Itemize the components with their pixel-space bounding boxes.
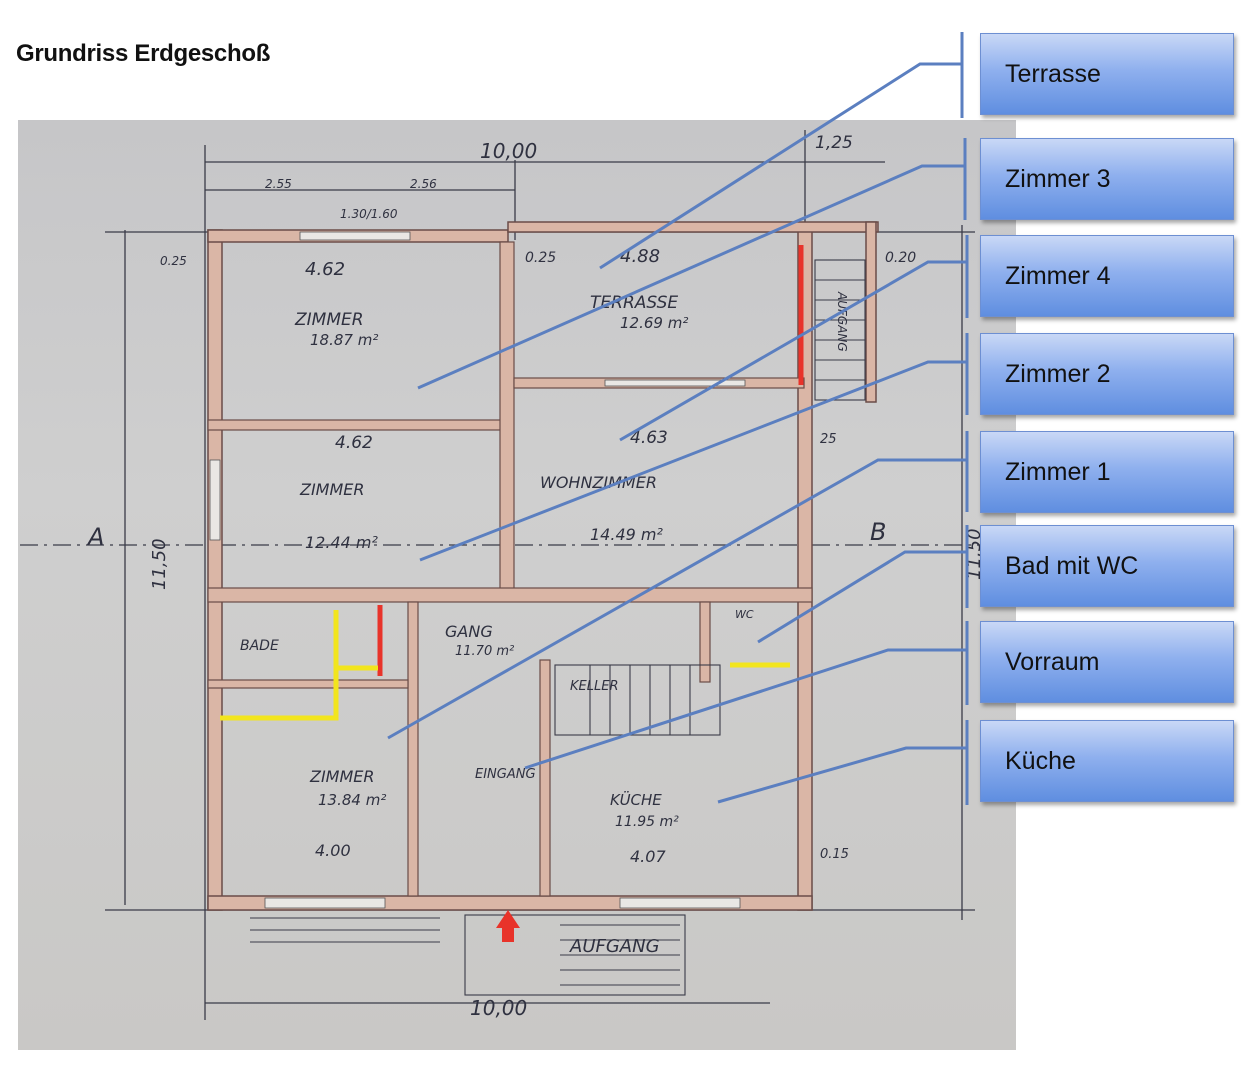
leader-line-zimmer-4 — [619, 260, 967, 442]
zimmer-mid-area-label: 12.44 m² — [305, 533, 378, 552]
dim-top-label: 10,00 — [480, 139, 537, 163]
bad-label: BADE — [240, 638, 279, 654]
gang-area-label: 11.70 m² — [455, 644, 514, 659]
red-wall-markers — [377, 245, 804, 676]
dim-462b-label: 4.62 — [335, 433, 373, 453]
leader-line-vorraum — [524, 648, 967, 770]
legend-vorraum-button[interactable]: Vorraum — [980, 621, 1234, 703]
gang-label: GANG — [445, 622, 493, 641]
legend-zimmer-1-button[interactable]: Zimmer 1 — [980, 431, 1234, 513]
kueche-area-label: 11.95 m² — [615, 814, 679, 830]
entrance-arrow-icon — [496, 910, 520, 942]
legend-zimmer-4-button[interactable]: Zimmer 4 — [980, 235, 1234, 317]
stairs — [250, 259, 866, 996]
yellow-wall-markers — [220, 610, 790, 721]
legend-zimmer-2-button[interactable]: Zimmer 2 — [980, 333, 1234, 415]
plan-annotations: 10,00 1,25 2.55 2.56 1.30/1.60 10,00 4.6… — [86, 133, 985, 1020]
dim-right-label: 11,50 — [964, 528, 985, 580]
zimmer-top-label: ZIMMER — [294, 310, 364, 330]
aufgang-side-label: AUFGANG — [835, 291, 849, 352]
zimmer-mid-label: ZIMMER — [299, 480, 365, 499]
eingang-label: EINGANG — [475, 767, 536, 782]
axis-a-label: A — [86, 523, 104, 551]
legend-bad-mit-wc-button[interactable]: Bad mit WC — [980, 525, 1234, 607]
walls — [207, 221, 879, 911]
keller-label: KELLER — [570, 679, 618, 694]
dim-463-label: 4.63 — [630, 428, 668, 448]
legend-kueche-button[interactable]: Küche — [980, 720, 1234, 802]
zimmer-top-area-label: 18.87 m² — [310, 331, 378, 349]
dim-020-label: 0.20 — [885, 250, 916, 266]
dim-488-label: 4.88 — [620, 246, 660, 267]
dim-462a-label: 4.62 — [305, 259, 345, 280]
legend-terrasse-button[interactable]: Terrasse — [980, 33, 1234, 115]
dim-025-label: 0.25 — [525, 250, 556, 266]
dim-c-label: 1.30/1.60 — [340, 207, 398, 221]
zimmer-low-area-label: 13.84 m² — [318, 791, 386, 809]
leader-lines — [387, 32, 969, 805]
legend-zimmer-3-button[interactable]: Zimmer 3 — [980, 138, 1234, 220]
dim-400-label: 4.00 — [315, 841, 351, 860]
dim-bottom-label: 10,00 — [470, 996, 527, 1020]
dim-015-label: 0.15 — [820, 847, 849, 862]
axis-b-label: B — [870, 518, 886, 546]
bad-yellow-marker-1 — [220, 610, 339, 721]
leader-line-zimmer-3 — [417, 164, 965, 390]
leader-line-zimmer-2 — [419, 360, 967, 562]
dim-25-label: 25 — [820, 432, 837, 447]
zimmer-low-label: ZIMMER — [309, 767, 375, 786]
leader-line-bad-mit-wc — [757, 550, 967, 644]
wohnzimmer-area-label: 14.49 m² — [590, 525, 663, 544]
dim-a-label: 2.55 — [265, 177, 292, 191]
terrasse-label: TERRASSE — [590, 293, 678, 313]
dim-left-label: 11,50 — [149, 538, 170, 590]
leader-line-terrasse — [599, 62, 962, 270]
dim-b-label: 2.56 — [410, 177, 437, 191]
dim-025b-label: 0.25 — [160, 254, 187, 268]
kueche-label: KÜCHE — [610, 790, 662, 809]
dim-top-right-label: 1,25 — [815, 133, 853, 153]
aufgang-label: AUFGANG — [569, 936, 660, 957]
terrasse-area-label: 12.69 m² — [620, 314, 688, 332]
leader-line-zimmer-1 — [387, 458, 967, 740]
dim-407-label: 4.07 — [630, 847, 666, 866]
page-title: Grundriss Erdgeschoß — [16, 40, 271, 67]
leader-line-kueche — [717, 746, 967, 804]
wc-label: WC — [735, 608, 754, 621]
